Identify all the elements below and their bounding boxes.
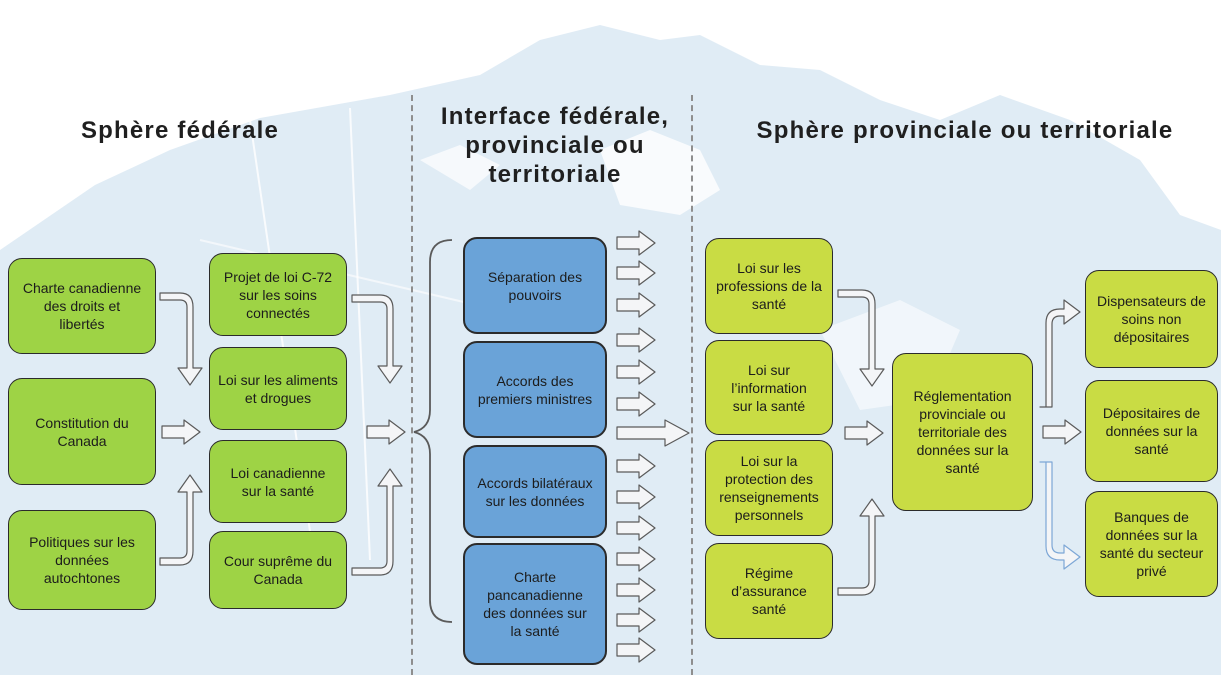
box-supreme-court: Cour suprême du Canada — [209, 531, 347, 609]
box-health-professions-act: Loi sur les professions de la santé — [705, 238, 833, 334]
arrow-constitution — [161, 419, 201, 445]
box-private-sector-databanks: Banques de données sur la santé du secte… — [1085, 491, 1218, 597]
box-non-custodian-providers: Dispensateurs de soins non dépositaires — [1085, 270, 1218, 368]
interface-brace — [413, 239, 453, 623]
divider-line-right — [691, 95, 693, 675]
box-food-drugs-act: Loi sur les aliments et drogues — [209, 347, 347, 430]
bend-arrow-charter — [159, 292, 203, 386]
heading-provincial: Sphère provinciale ou territoriale — [756, 117, 1174, 144]
bend-arrow-c72 — [351, 294, 403, 384]
arrow-col-5 — [616, 359, 656, 385]
box-health-information-act: Loi sur l’information sur la santé — [705, 340, 833, 435]
arrow-col-6 — [616, 391, 656, 417]
bend-arrow-supreme-court — [351, 468, 403, 576]
arrow-col-13 — [616, 637, 656, 663]
box-first-ministers-accords: Accords des premiers ministres — [463, 341, 607, 438]
arrow-custodians — [1042, 419, 1082, 445]
box-constitution: Constitution du Canada — [8, 378, 156, 485]
box-bilateral-data-accords: Accords bilatéraux sur les données — [463, 445, 607, 538]
divider-line-left — [411, 95, 413, 675]
arrow-to-regulation — [844, 420, 884, 446]
heading-federal: Sphère fédérale — [80, 117, 280, 144]
arrow-col-12 — [616, 607, 656, 633]
box-privacy-act: Loi sur la protection des renseignements… — [705, 440, 833, 536]
arrow-col-4 — [616, 327, 656, 353]
box-health-insurance-plan: Régime d’assurance santé — [705, 543, 833, 639]
arrow-col-9 — [616, 515, 656, 541]
arrow-col-10 — [616, 546, 656, 572]
box-indigenous-policies: Politiques sur les données autochtones — [8, 510, 156, 610]
box-pan-canadian-charter: Charte pancanadienne des données sur la … — [463, 543, 607, 665]
arrow-to-interface — [366, 419, 406, 445]
bend-arrow-databanks — [1039, 461, 1081, 570]
box-provincial-regulation: Réglementation provinciale ou territoria… — [892, 353, 1033, 511]
arrow-col-8 — [616, 484, 656, 510]
box-charter-rights: Charte canadienne des droits et libertés — [8, 258, 156, 354]
box-canada-health-act: Loi canadienne sur la santé — [209, 440, 347, 523]
heading-interface: Interface fédérale, provinciale ou terri… — [440, 103, 670, 188]
bend-arrow-indigenous — [159, 474, 203, 566]
box-health-data-custodians: Dépositaires de données sur la santé — [1085, 380, 1218, 482]
box-bill-c72: Projet de loi C-72 sur les soins connect… — [209, 253, 347, 336]
bend-arrow-insurance — [837, 498, 885, 596]
arrow-col-11 — [616, 577, 656, 603]
arrow-col-main — [616, 419, 690, 447]
bend-arrow-professions — [837, 289, 885, 387]
arrow-col-7 — [616, 453, 656, 479]
arrow-col-3 — [616, 292, 656, 318]
arrow-col-1 — [616, 230, 656, 256]
bend-arrow-providers — [1039, 299, 1081, 408]
arrow-col-2 — [616, 260, 656, 286]
box-separation-powers: Séparation des pouvoirs — [463, 237, 607, 334]
